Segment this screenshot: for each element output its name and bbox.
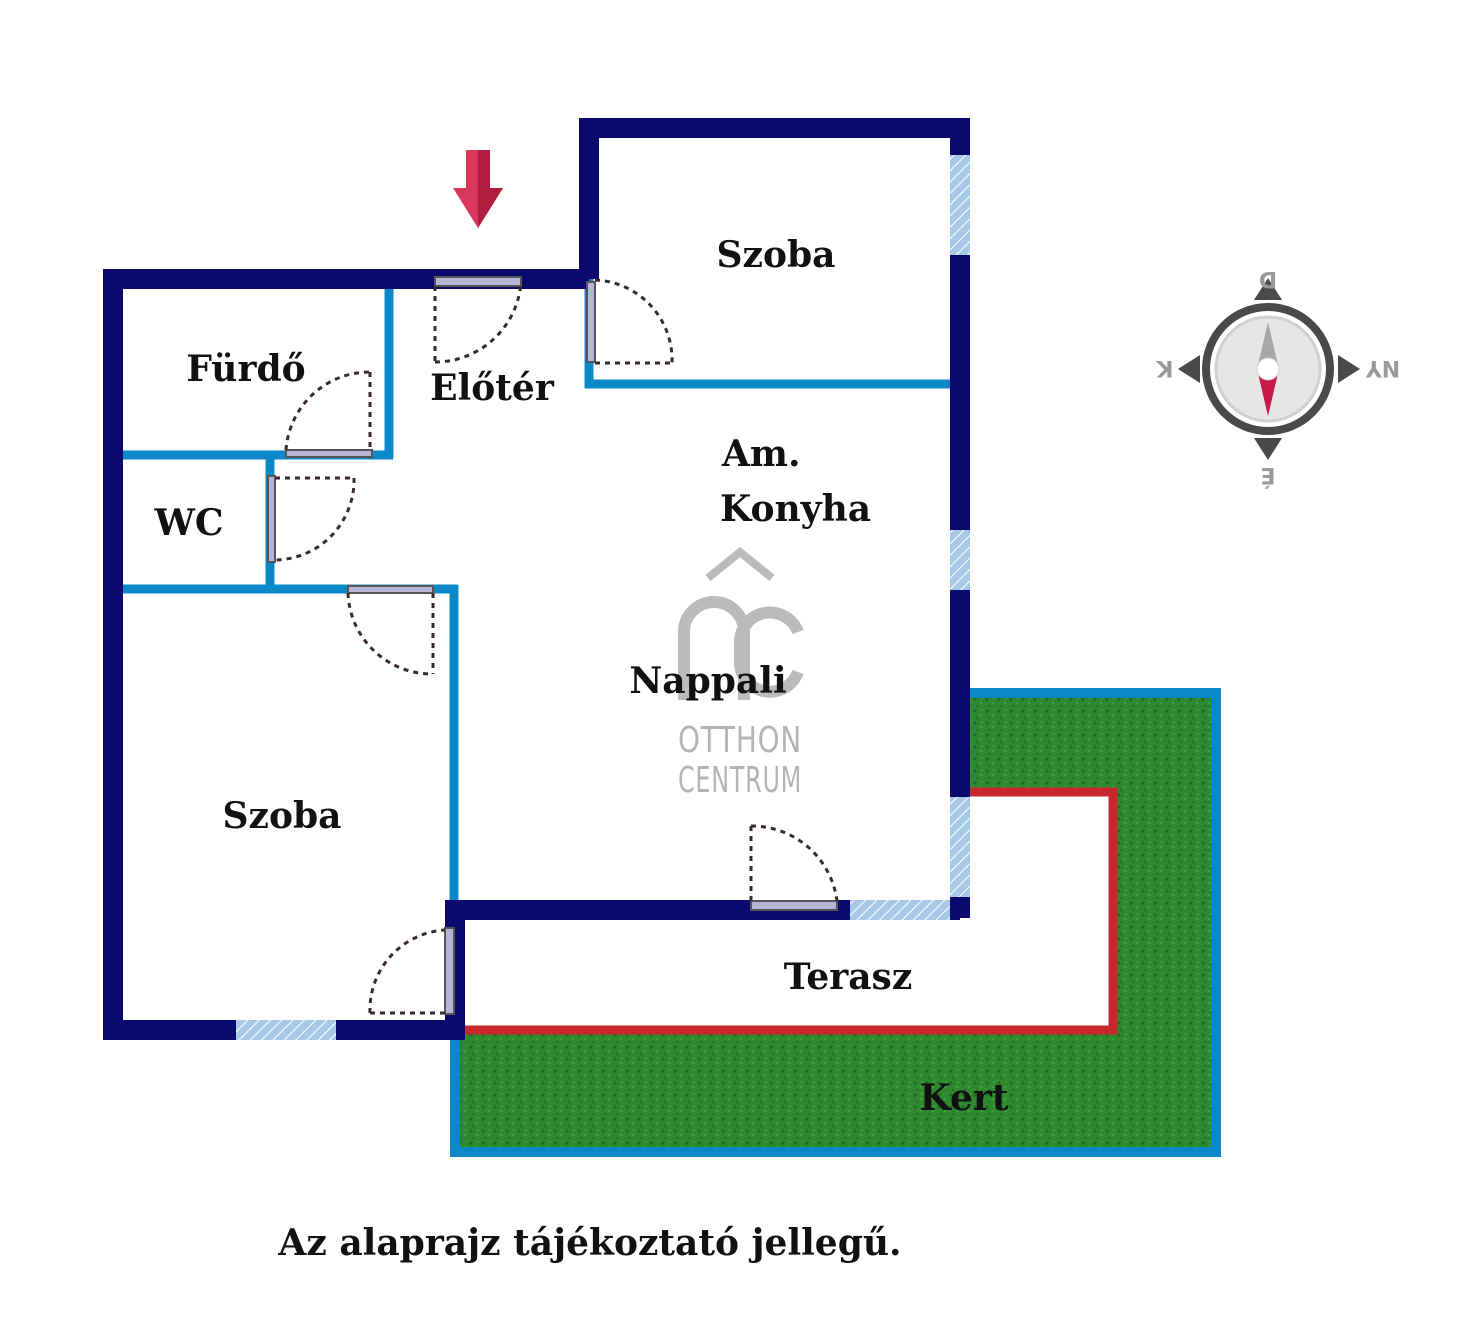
brand-line-2: CENTRUM bbox=[678, 760, 802, 801]
room-label-kert: Kert bbox=[920, 1077, 1009, 1119]
room-label-szoba-top: Szoba bbox=[717, 234, 836, 276]
room-label-konyha: Konyha bbox=[720, 488, 871, 530]
compass-letter-top: D bbox=[1259, 266, 1277, 291]
room-label-wc: WC bbox=[153, 502, 223, 544]
room-label-terasz: Terasz bbox=[784, 956, 913, 998]
room-label-eloter: Előtér bbox=[430, 367, 555, 409]
windows bbox=[236, 155, 970, 1040]
disclaimer-note: Az alaprajz tájékoztató jellegű. bbox=[278, 1222, 902, 1264]
compass-letter-bottom: É bbox=[1260, 462, 1275, 488]
compass-icon: D É K NY bbox=[1156, 266, 1401, 488]
compass-letter-right: NY bbox=[1365, 355, 1400, 380]
compass-letter-left: K bbox=[1156, 355, 1174, 380]
brand-line-1: OTTHON bbox=[678, 720, 802, 761]
otthon-centrum-logo: OTTHON CENTRUM bbox=[678, 546, 804, 801]
room-label-nappali: Nappali bbox=[629, 660, 786, 702]
room-label-szoba-left: Szoba bbox=[223, 795, 342, 837]
room-label-furdo: Fürdő bbox=[186, 348, 305, 390]
entrance-arrow-icon bbox=[453, 150, 503, 228]
room-label-am: Am. bbox=[721, 433, 801, 475]
doors bbox=[267, 276, 839, 1015]
